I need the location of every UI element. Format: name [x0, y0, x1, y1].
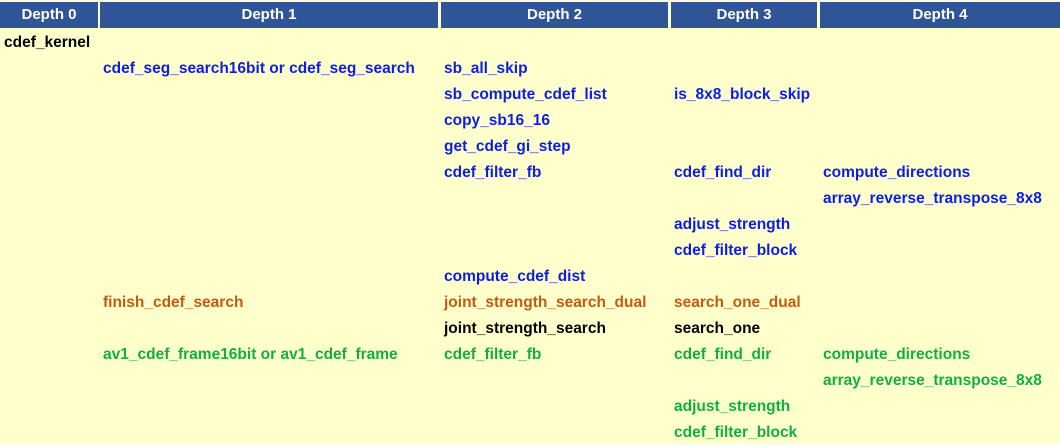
- function-name-cell: get_cdef_gi_step: [444, 138, 571, 155]
- header-depth-0: Depth 0: [0, 2, 98, 28]
- function-name-cell: cdef_find_dir: [674, 346, 772, 363]
- function-name-cell: copy_sb16_16: [444, 112, 550, 129]
- function-name-cell: compute_cdef_dist: [444, 268, 586, 285]
- function-name-cell: cdef_find_dir: [674, 164, 772, 181]
- function-name-cell: search_one_dual: [674, 294, 801, 311]
- table-row: array_reverse_transpose_8x8: [0, 186, 1060, 212]
- table-row: adjust_strength: [0, 394, 1060, 420]
- header-depth-2: Depth 2: [441, 2, 668, 28]
- table-row: array_reverse_transpose_8x8: [0, 368, 1060, 394]
- table-row: cdef_filter_block: [0, 420, 1060, 446]
- table-row: compute_cdef_dist: [0, 264, 1060, 290]
- table-row: cdef_filter_block: [0, 238, 1060, 264]
- table-row: copy_sb16_16: [0, 108, 1060, 134]
- function-name-cell: av1_cdef_frame16bit or av1_cdef_frame: [103, 346, 398, 363]
- function-name-cell: sb_compute_cdef_list: [444, 86, 607, 103]
- function-name-cell: cdef_filter_fb: [444, 346, 542, 363]
- function-name-cell: array_reverse_transpose_8x8: [823, 372, 1042, 389]
- function-name-cell: cdef_filter_fb: [444, 164, 542, 181]
- table-row: cdef_filter_fb cdef_find_dir compute_direc…: [0, 160, 1060, 186]
- function-name-cell: compute_directions: [823, 346, 971, 363]
- function-name-cell: adjust_strength: [674, 216, 791, 233]
- function-name-cell: sb_all_skip: [444, 60, 528, 77]
- function-name-cell: compute_directions: [823, 164, 971, 181]
- header-depth-3: Depth 3: [671, 2, 817, 28]
- function-name-cell: cdef_seg_search16bit or cdef_seg_search: [103, 60, 415, 77]
- table-row: adjust_strength: [0, 212, 1060, 238]
- function-name-cell: is_8x8_block_skip: [674, 86, 811, 103]
- function-name-cell: joint_strength_search_dual: [444, 294, 647, 311]
- table-row: sb_compute_cdef_list is_8x8_block_skip: [0, 82, 1060, 108]
- header-row: Depth 0 Depth 1 Depth 2 Depth 3 Depth 4: [0, 0, 1060, 28]
- function-name-cell: joint_strength_search: [444, 320, 606, 337]
- function-name-cell: finish_cdef_search: [103, 294, 244, 311]
- table-row: joint_strength_search search_one: [0, 316, 1060, 342]
- header-depth-1: Depth 1: [100, 2, 438, 28]
- table-row: get_cdef_gi_step: [0, 134, 1060, 160]
- header-depth-4: Depth 4: [820, 2, 1060, 28]
- function-name-cell: array_reverse_transpose_8x8: [823, 190, 1042, 207]
- table-row: finish_cdef_search joint_strength_search_…: [0, 290, 1060, 316]
- table-row: cdef_kernel: [0, 30, 1060, 56]
- function-name-cell: cdef_filter_block: [674, 242, 798, 259]
- table-row: cdef_seg_search16bit or cdef_seg_search s…: [0, 56, 1060, 82]
- table-row: av1_cdef_frame16bit or av1_cdef_frame cde…: [0, 342, 1060, 368]
- function-name-cell: cdef_filter_block: [674, 424, 798, 441]
- function-name-cell: cdef_kernel: [4, 34, 91, 51]
- function-name-cell: search_one: [674, 320, 761, 337]
- function-name-cell: adjust_strength: [674, 398, 791, 415]
